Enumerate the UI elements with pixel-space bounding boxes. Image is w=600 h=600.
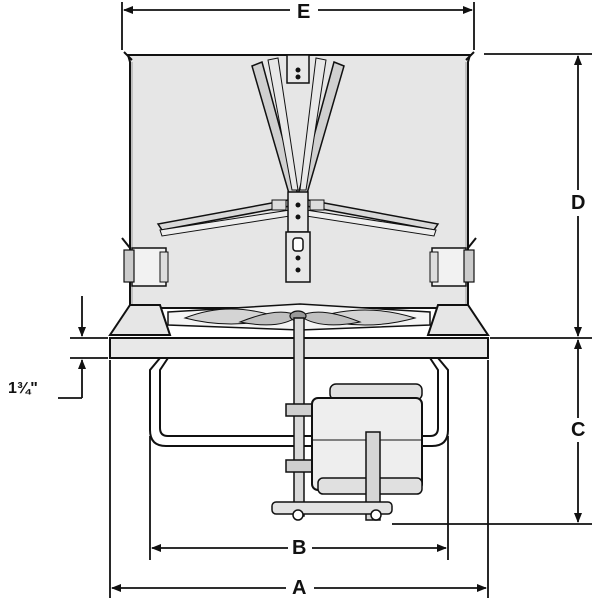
belt-drive: [271, 501, 393, 521]
dimension-e: [121, 2, 475, 50]
dimension-offset: [58, 296, 108, 399]
right-flange: [426, 304, 490, 336]
fan-propeller: [167, 303, 431, 331]
dimension-c: [392, 337, 592, 525]
drive-shaft: [293, 317, 305, 517]
dimension-d: [484, 53, 592, 337]
label-offset: 1¾": [8, 380, 38, 397]
left-hinge: [121, 237, 169, 287]
right-hinge: [429, 237, 477, 287]
dimension-b: [149, 436, 449, 560]
label-b: B: [292, 537, 307, 559]
label-c: C: [571, 419, 586, 441]
label-e: E: [297, 1, 311, 23]
motor: [311, 383, 423, 521]
dimension-a: [109, 360, 489, 598]
label-a: A: [292, 577, 307, 599]
label-d: D: [571, 192, 586, 214]
left-flange: [108, 304, 172, 336]
hub-bracket: [285, 191, 311, 283]
